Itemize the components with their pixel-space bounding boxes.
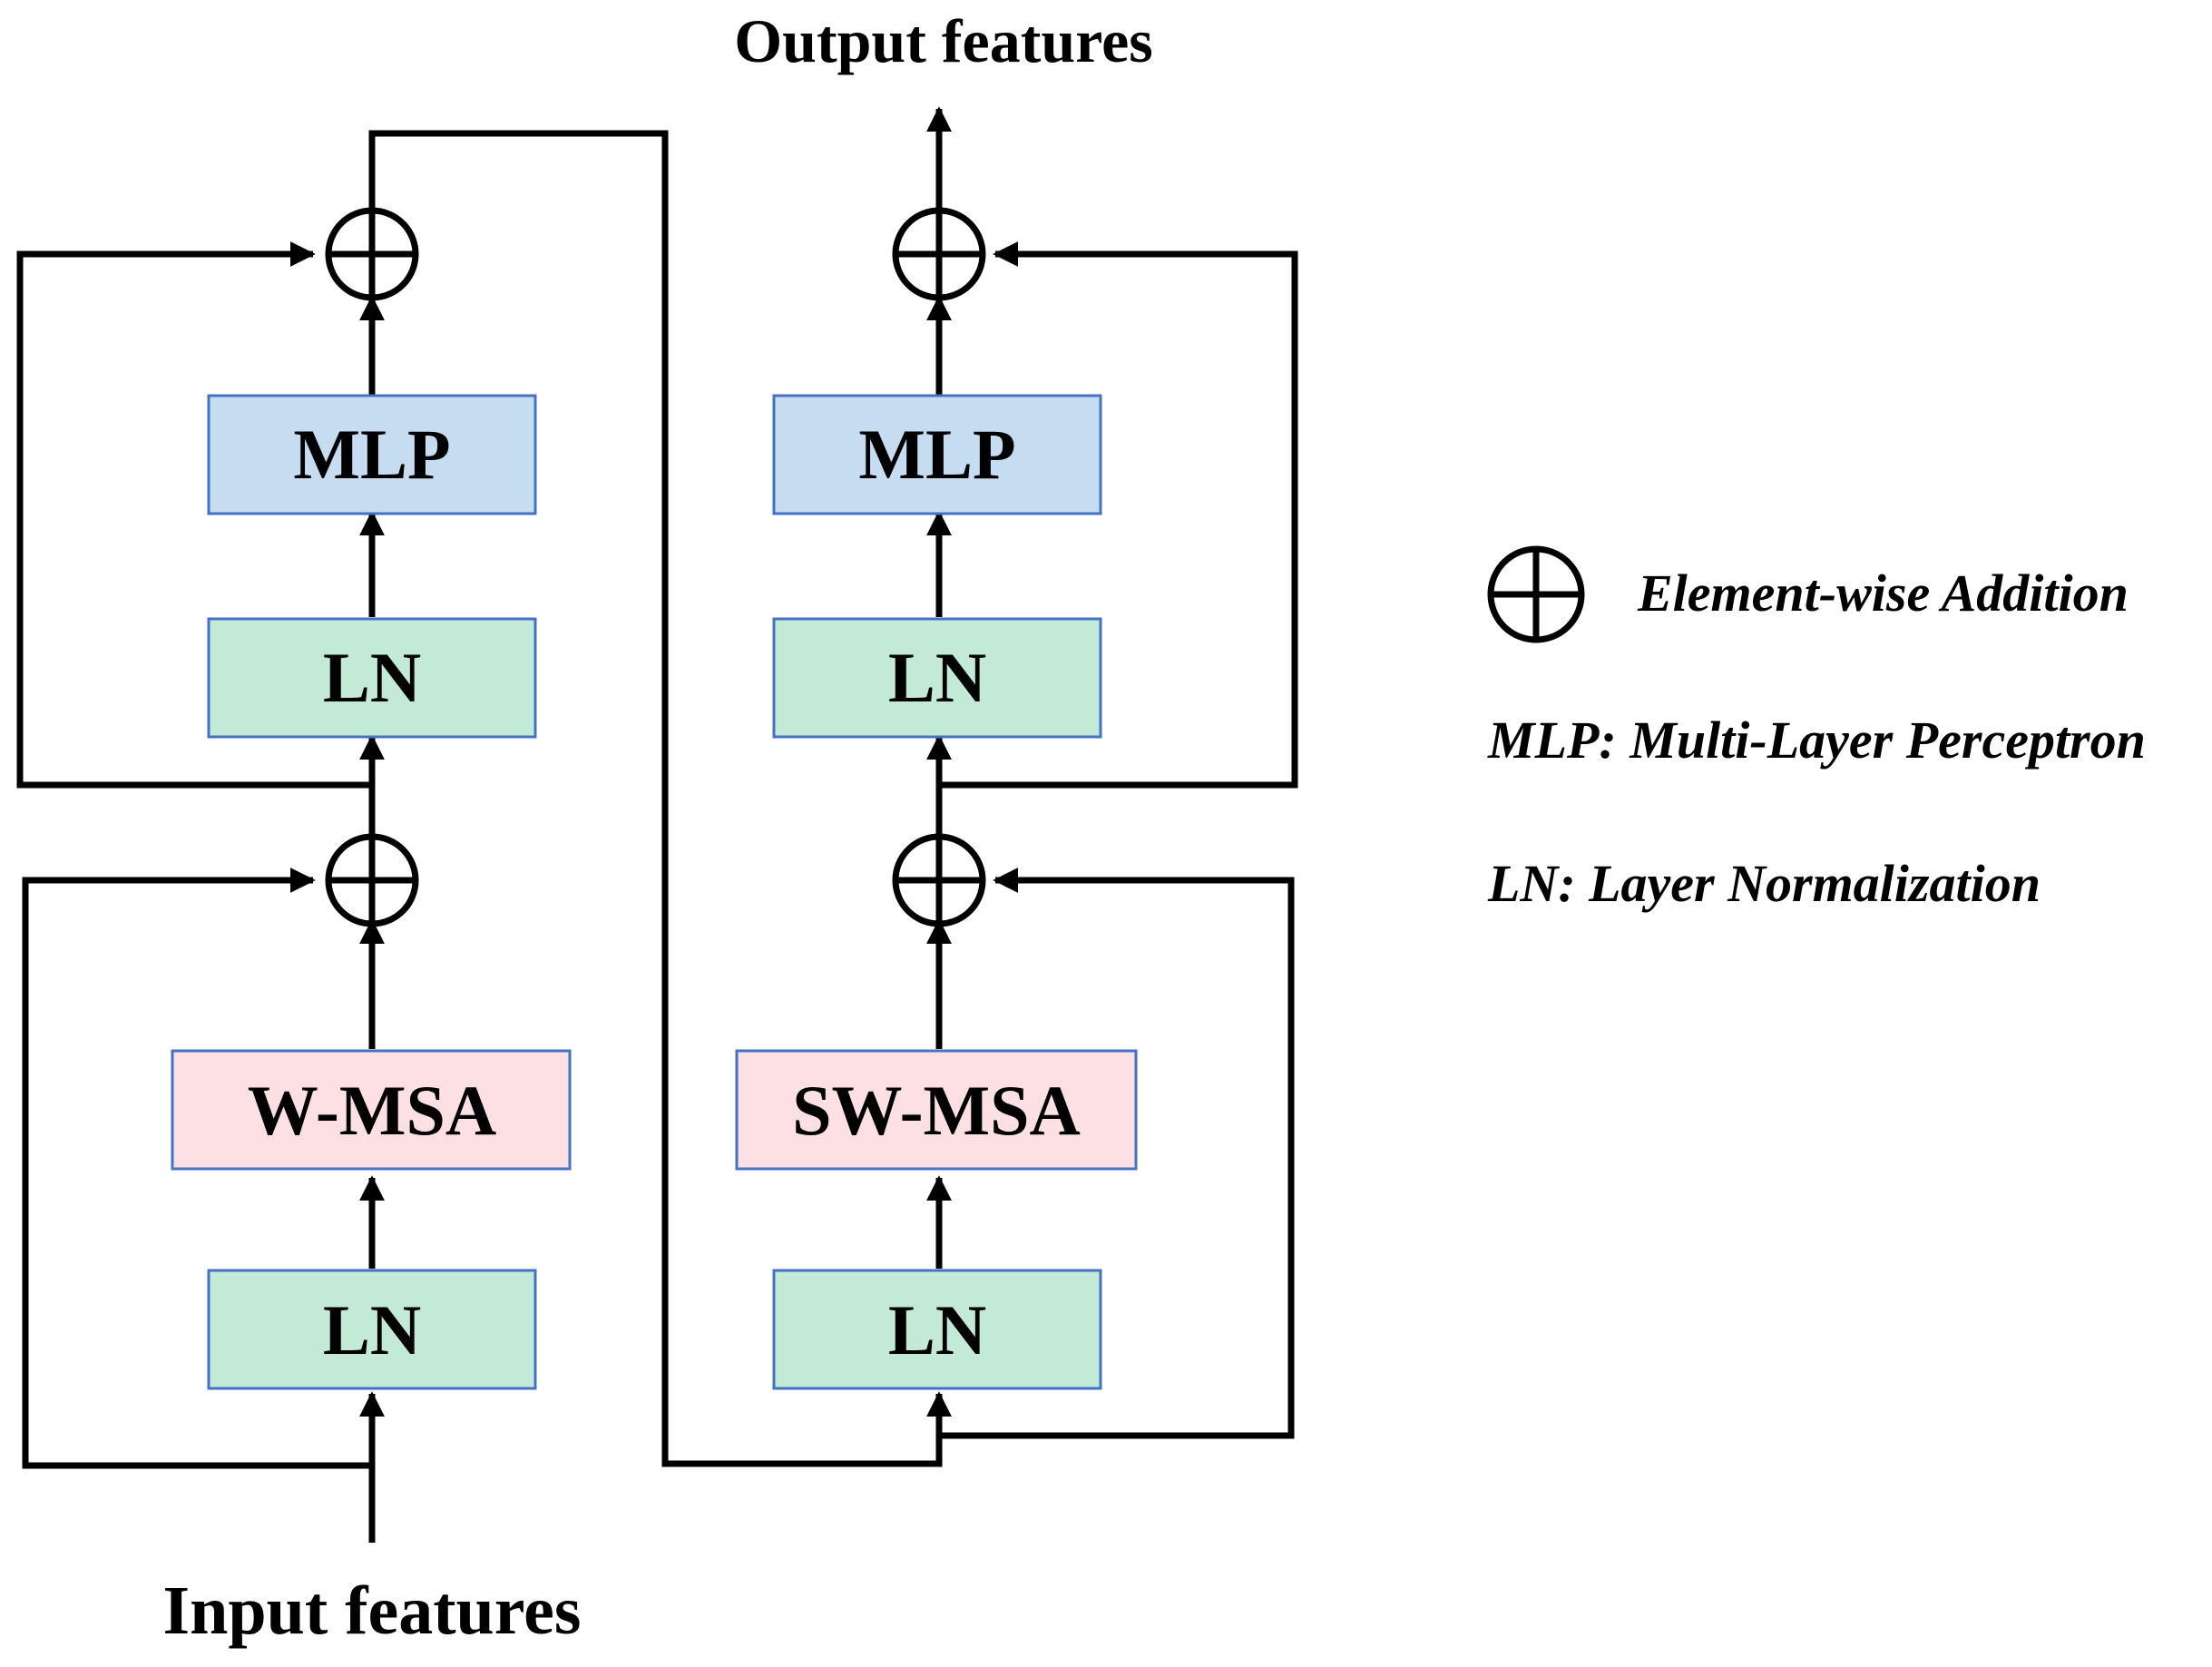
right-ln-upper-label: LN	[888, 638, 986, 717]
left-mlp-label: MLP	[293, 415, 450, 494]
left-ln-upper-box: LN	[207, 617, 537, 739]
left-ln-lower-box: LN	[207, 1269, 537, 1390]
residual-skip-upper-right	[939, 241, 1298, 789]
input-features-title: Input features	[163, 1573, 582, 1649]
left-block-connections	[16, 130, 952, 1543]
right-ln-upper-box: LN	[772, 617, 1102, 739]
output-features-title: Output features	[734, 6, 1153, 75]
residual-skip-lower-right	[939, 868, 1295, 1439]
right-swmsa-label: SW-MSA	[792, 1071, 1081, 1150]
residual-skip-upper-left	[16, 241, 372, 789]
left-ln-upper-label: LN	[323, 638, 421, 717]
left-wmsa-box: W-MSA	[171, 1049, 572, 1171]
add-node-right-upper	[892, 207, 986, 301]
right-ln-lower-rect	[772, 1269, 1102, 1390]
left-mlp-rect	[207, 394, 537, 515]
right-block-connections	[926, 106, 1298, 1439]
legend-mlp-label: MLP: Multi-Layer Perceptron	[1487, 711, 2146, 770]
left-mlp-box: MLP	[207, 394, 537, 515]
left-wmsa-rect	[171, 1049, 572, 1171]
legend-ln-label: LN: Layer Normalization	[1487, 854, 2041, 913]
right-swmsa-rect	[735, 1049, 1138, 1171]
connector-left-to-right-block	[368, 130, 952, 1467]
right-ln-lower-box: LN	[772, 1269, 1102, 1390]
left-wmsa-label: W-MSA	[248, 1071, 496, 1150]
right-ln-lower-label: LN	[888, 1290, 986, 1369]
legend-addition-label: Element-wise Addition	[1637, 564, 2129, 623]
add-node-left-upper	[325, 207, 419, 301]
left-ln-lower-rect	[207, 1269, 537, 1390]
residual-skip-lower-left	[22, 868, 372, 1469]
legend-addition-item: Element-wise Addition	[1487, 545, 2129, 643]
right-mlp-box: MLP	[772, 394, 1102, 515]
right-swmsa-box: SW-MSA	[735, 1049, 1138, 1171]
left-ln-lower-label: LN	[323, 1290, 421, 1369]
right-mlp-label: MLP	[858, 415, 1015, 494]
legend: Element-wise Addition MLP: Multi-Layer P…	[1487, 545, 2146, 913]
right-ln-upper-rect	[772, 617, 1102, 739]
left-ln-upper-rect	[207, 617, 537, 739]
add-node-left-lower	[325, 833, 419, 927]
right-mlp-rect	[772, 394, 1102, 515]
add-node-right-lower	[892, 833, 986, 927]
